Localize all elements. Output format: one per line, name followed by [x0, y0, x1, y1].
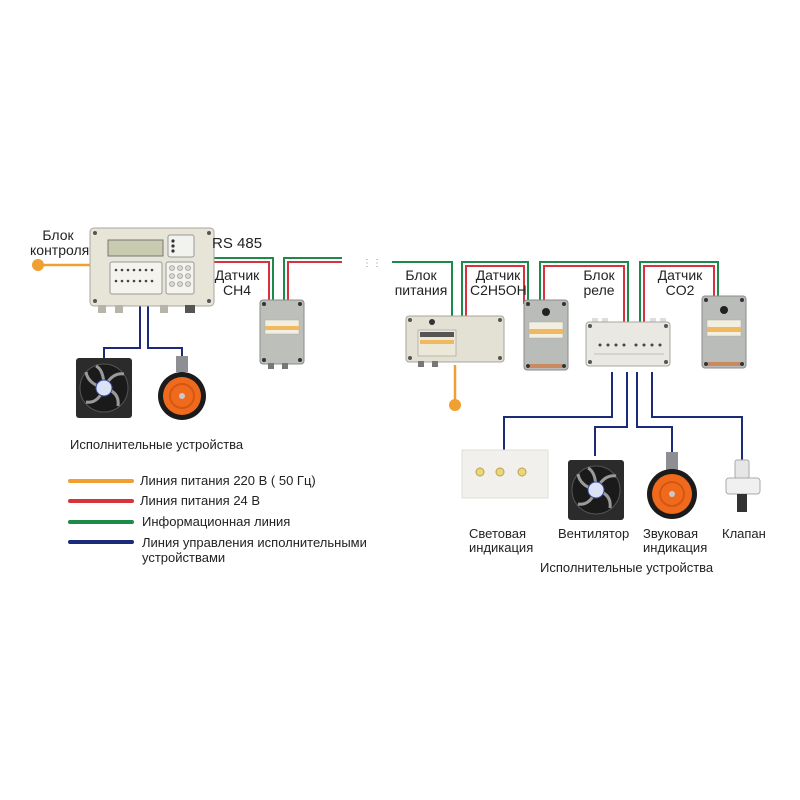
legend-item-24v: Линия питания 24 В	[140, 493, 261, 508]
fan-left-device	[76, 358, 132, 418]
relay-unit-device	[585, 318, 671, 367]
actuators-caption-left: Исполнительные устройства	[70, 437, 244, 452]
indicator-panel-device	[461, 449, 549, 499]
actuators-caption-right: Исполнительные устройства	[540, 560, 714, 575]
legend-item-control: Линия управления исполнительными устройс…	[142, 535, 367, 565]
legend-item-220v: Линия питания 220 В ( 50 Гц)	[140, 473, 316, 488]
sensor-co2-label: Датчик CO2	[657, 267, 703, 298]
relay-unit-label: Блок реле	[583, 267, 615, 298]
valve-device	[725, 459, 761, 512]
device-label-valve: Клапан	[722, 526, 766, 541]
power-unit-device	[405, 315, 505, 367]
power-terminal-dot	[32, 259, 44, 271]
legend-swatches	[68, 479, 134, 544]
power-unit-label: Блок питания	[394, 267, 448, 298]
bus-left	[210, 257, 342, 316]
continuation-marker: ⋮⋮	[362, 258, 382, 269]
power-terminal-dot-right	[449, 399, 461, 411]
sensor-ch4-label: Датчик CH4	[214, 267, 260, 298]
device-label-sound-indicator: Звуковая индикация	[643, 526, 708, 555]
control-unit-device	[89, 227, 215, 313]
bus-rs485-label: RS 485	[212, 235, 263, 252]
control-lines-left	[103, 305, 183, 358]
siren-left-device	[158, 356, 206, 420]
sensor-c2h5oh-device	[523, 299, 569, 371]
siren-right-device	[647, 452, 697, 519]
control-lines-right	[503, 372, 743, 460]
device-label-light-indicator: Световая индикация	[469, 526, 534, 555]
bus-right	[392, 261, 719, 322]
sensor-co2-device	[701, 295, 747, 369]
fan-right-device	[568, 460, 624, 520]
legend-item-info: Информационная линия	[142, 514, 291, 529]
sensor-ch4-device	[259, 299, 305, 369]
sensor-c2h5oh-label: Датчик C2H5OH	[470, 267, 527, 298]
device-label-fan: Вентилятор	[558, 526, 630, 541]
control-unit-label: Блок контроля	[30, 227, 90, 258]
